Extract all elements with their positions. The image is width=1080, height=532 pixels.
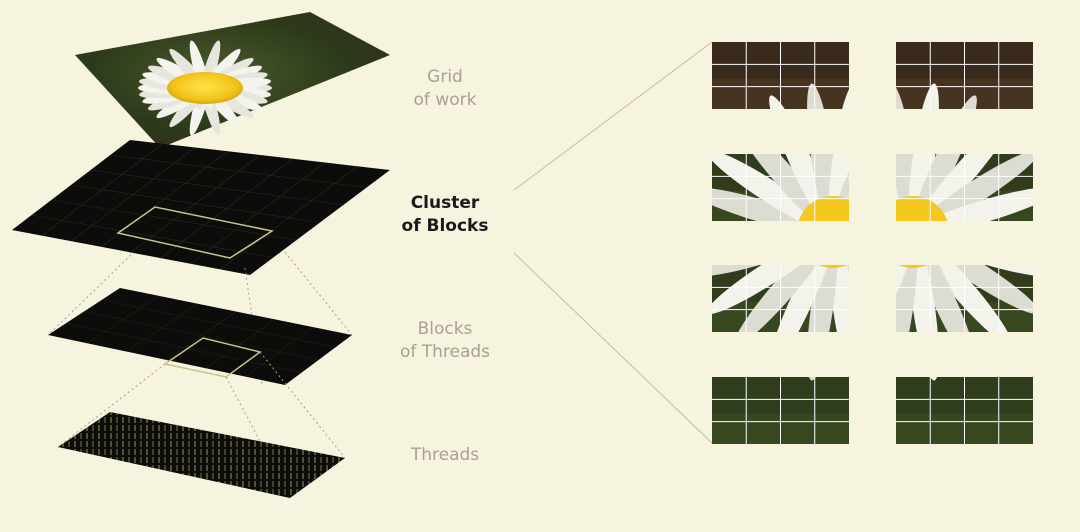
cluster-layer — [12, 140, 390, 275]
cluster-label-line2: of Blocks — [401, 216, 489, 236]
grid-label-line1: Grid — [427, 67, 463, 87]
threads-layer — [58, 412, 345, 498]
threads-label-line1: Threads — [410, 445, 480, 465]
block-tile — [712, 377, 849, 444]
block-tile — [712, 42, 849, 109]
block-tile — [896, 42, 1033, 109]
blocks-label-line2: of Threads — [399, 342, 491, 362]
threads-label: Threads — [390, 444, 500, 467]
block-tile — [896, 377, 1033, 444]
cluster-grid-lines — [31, 143, 367, 270]
blocks-layer — [48, 288, 352, 385]
cluster-of-blocks-label: Cluster of Blocks — [380, 192, 510, 238]
connectors-upper — [47, 251, 353, 386]
cluster-label-line1: Cluster — [410, 193, 480, 213]
grid-label-line2: of work — [413, 90, 477, 110]
block-tile — [896, 154, 1033, 221]
cluster-blocks-panel — [712, 42, 1033, 444]
daisy-center — [167, 72, 243, 104]
block-tile — [712, 265, 849, 332]
block-tile — [712, 154, 849, 221]
blocks-label-line1: Blocks — [417, 319, 473, 339]
cluster-highlight — [116, 206, 274, 259]
cluster-to-panel-lines — [513, 41, 713, 444]
grid-layer — [75, 12, 390, 148]
blocks-grid-lines — [65, 295, 336, 377]
grid-of-work-label: Grid of work — [390, 66, 500, 112]
blocks-of-threads-label: Blocks of Threads — [385, 318, 505, 364]
block-tile — [896, 265, 1033, 332]
